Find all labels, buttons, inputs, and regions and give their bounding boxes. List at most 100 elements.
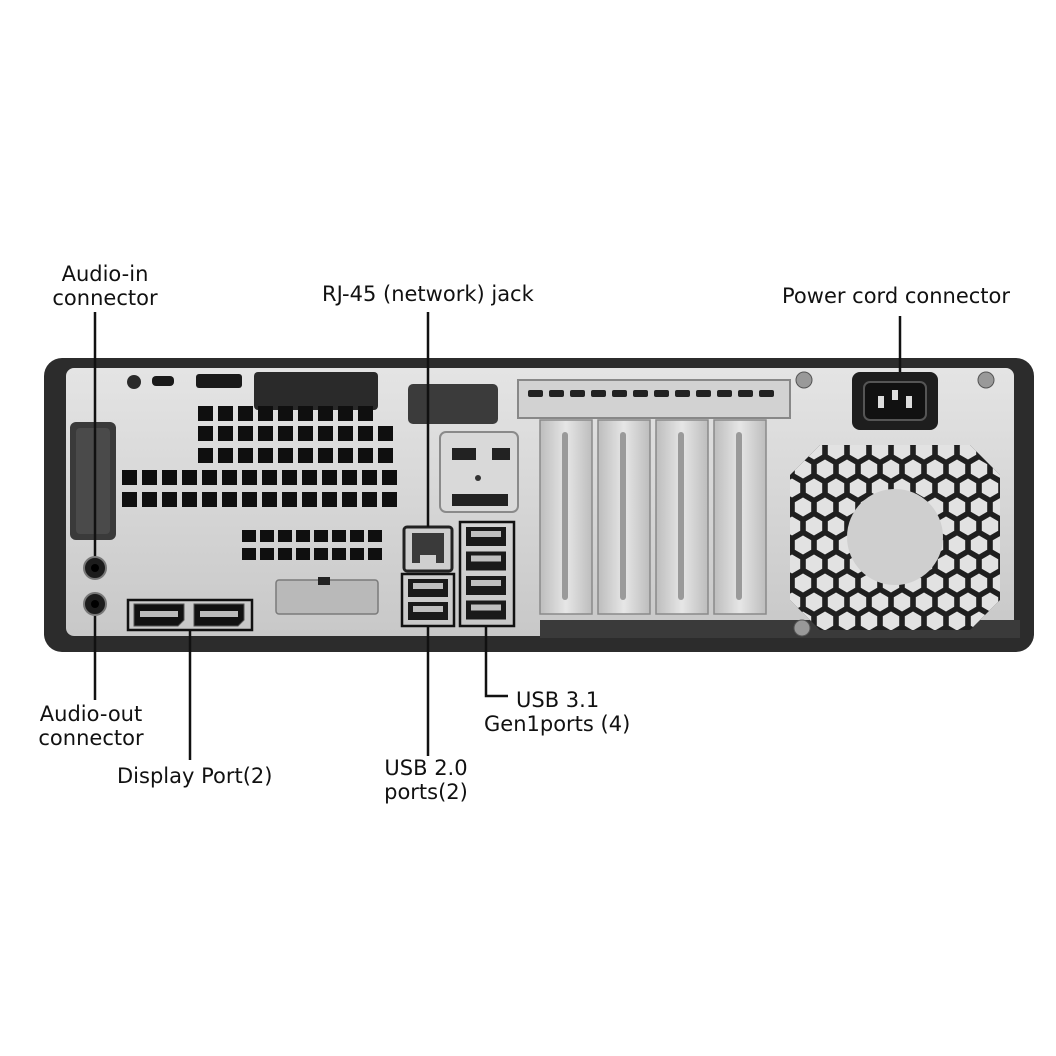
vent-hole (278, 426, 293, 441)
release-latch (408, 384, 498, 424)
vent-hole (258, 448, 273, 463)
vent-hole (358, 426, 373, 441)
vent-hole (262, 470, 277, 485)
vent-hole (218, 406, 233, 421)
vent-hole (302, 492, 317, 507)
audio-out-label-line2: connector (38, 726, 144, 750)
vent-hole (298, 426, 313, 441)
vent-hole (182, 492, 197, 507)
usb20-label-line1: USB 2.0 (384, 756, 468, 780)
vent-hole (318, 426, 333, 441)
vent-hole (338, 426, 353, 441)
vent-hole (198, 448, 213, 463)
usb31-label-line1: USB 3.1 (516, 688, 600, 712)
vent-hole (198, 406, 213, 421)
callout-lines (93, 312, 902, 760)
vent-hole (342, 470, 357, 485)
vent-hole (322, 492, 337, 507)
vent-hole (258, 426, 273, 441)
vent-hole (222, 470, 237, 485)
audio-out-label: Audio-out connector (26, 702, 156, 750)
vent-hole (378, 448, 393, 463)
vent-grid (122, 406, 397, 560)
vent-hole (218, 426, 233, 441)
power-label: Power cord connector (782, 284, 1011, 308)
vent-hole (202, 492, 217, 507)
display-port-label: Display Port(2) (117, 764, 273, 788)
screw (977, 371, 995, 389)
vent-hole (378, 426, 393, 441)
screw (795, 371, 813, 389)
vent-hole (298, 448, 313, 463)
vent-hole (282, 470, 297, 485)
screw (793, 619, 811, 637)
display-port-group (126, 598, 254, 632)
vent-hole (314, 548, 328, 560)
vent-hole (278, 406, 293, 421)
vent-hole (242, 492, 257, 507)
vent-hole (332, 548, 346, 560)
vent-hole (238, 426, 253, 441)
pcie-bracket-top (517, 379, 791, 419)
vent-hole (162, 470, 177, 485)
vent-hole (332, 530, 346, 542)
vent-hole (362, 470, 377, 485)
vent-hole (282, 492, 297, 507)
vent-hole (338, 448, 353, 463)
vent-hole (350, 548, 364, 560)
usb31-label: USB 3.1 Gen1ports (4) (484, 688, 630, 736)
vent-hole (222, 492, 237, 507)
usb-3-port-group (458, 520, 516, 628)
vent-hole (182, 470, 197, 485)
vent-hole (198, 426, 213, 441)
usb20-label: USB 2.0 ports(2) (366, 756, 486, 804)
vent-hole (296, 548, 310, 560)
top-handle (254, 372, 378, 410)
screw-hole (127, 375, 141, 389)
vent-hole (122, 470, 137, 485)
vent-hole (242, 470, 257, 485)
audio-in-label-line2: connector (52, 286, 158, 310)
padlock-loop (196, 374, 242, 388)
vent-hole (322, 470, 337, 485)
vent-hole (238, 448, 253, 463)
vent-hole (278, 548, 292, 560)
vent-hole (368, 548, 382, 560)
usb20-label-line2: ports(2) (384, 780, 468, 804)
vent-hole (122, 492, 137, 507)
vent-hole (262, 492, 277, 507)
audio-in-label: Audio-in connector (40, 262, 170, 310)
vent-hole (318, 448, 333, 463)
vent-hole (298, 406, 313, 421)
vent-hole (202, 470, 217, 485)
vent-hole (242, 548, 256, 560)
vent-hole (358, 448, 373, 463)
vent-hole (242, 530, 256, 542)
rj45-label: RJ-45 (network) jack (322, 282, 534, 306)
vent-hole (368, 530, 382, 542)
lock-slot (152, 376, 174, 386)
vent-hole (382, 470, 397, 485)
vent-hole (318, 406, 333, 421)
vent-hole (142, 492, 157, 507)
audio-in-label-line1: Audio-in (61, 262, 149, 286)
vent-hole (296, 530, 310, 542)
vent-hole (218, 448, 233, 463)
vent-hole (350, 530, 364, 542)
usb31-label-line2: Gen1ports (4) (484, 712, 631, 736)
audio-out-label-line1: Audio-out (39, 702, 143, 726)
vent-hole (342, 492, 357, 507)
vent-hole (278, 448, 293, 463)
vent-hole (278, 530, 292, 542)
vent-hole (258, 406, 273, 421)
blank-plate (275, 579, 379, 615)
vent-hole (338, 406, 353, 421)
vent-hole (260, 548, 274, 560)
vent-hole (260, 530, 274, 542)
vent-hole (162, 492, 177, 507)
vent-hole (358, 406, 373, 421)
vent-hole (314, 530, 328, 542)
vent-hole (362, 492, 377, 507)
